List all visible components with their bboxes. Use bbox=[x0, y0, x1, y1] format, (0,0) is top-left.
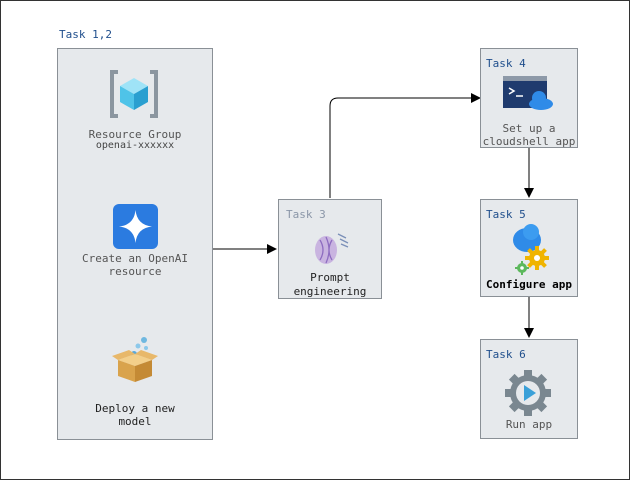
resource-group-title: Resource Group bbox=[88, 128, 182, 141]
task5-label: Task 5 bbox=[486, 208, 526, 221]
task6-line1: Run app bbox=[505, 418, 553, 431]
task12-label: Task 1,2 bbox=[59, 28, 112, 41]
run-app-icon bbox=[505, 370, 551, 416]
resource-group-icon bbox=[110, 70, 158, 118]
task3-label: Task 3 bbox=[286, 208, 326, 221]
openai-icon bbox=[113, 204, 158, 249]
task4-line2: cloudshell app bbox=[482, 135, 576, 148]
prompt-icon bbox=[315, 233, 349, 264]
task6-label: Task 6 bbox=[486, 348, 526, 361]
task3-line1: Prompt bbox=[310, 271, 350, 284]
arrow-task3-to-task4 bbox=[329, 93, 481, 198]
task4-label: Task 4 bbox=[486, 57, 526, 70]
task4-line1: Set up a bbox=[502, 122, 556, 135]
cloudshell-icon bbox=[503, 76, 553, 110]
task5-line1: Configure app bbox=[485, 278, 573, 291]
deploy-line2: model bbox=[118, 415, 152, 428]
resource-group-name: openai-xxxxxx bbox=[95, 140, 175, 151]
create-openai-line1: Create an OpenAI bbox=[82, 252, 188, 265]
configure-app-icon bbox=[513, 224, 549, 275]
task3-line2: engineering bbox=[293, 285, 367, 298]
deploy-line1: Deploy a new bbox=[95, 402, 175, 415]
create-openai-line2: resource bbox=[108, 265, 162, 278]
deploy-box-icon bbox=[112, 337, 158, 382]
